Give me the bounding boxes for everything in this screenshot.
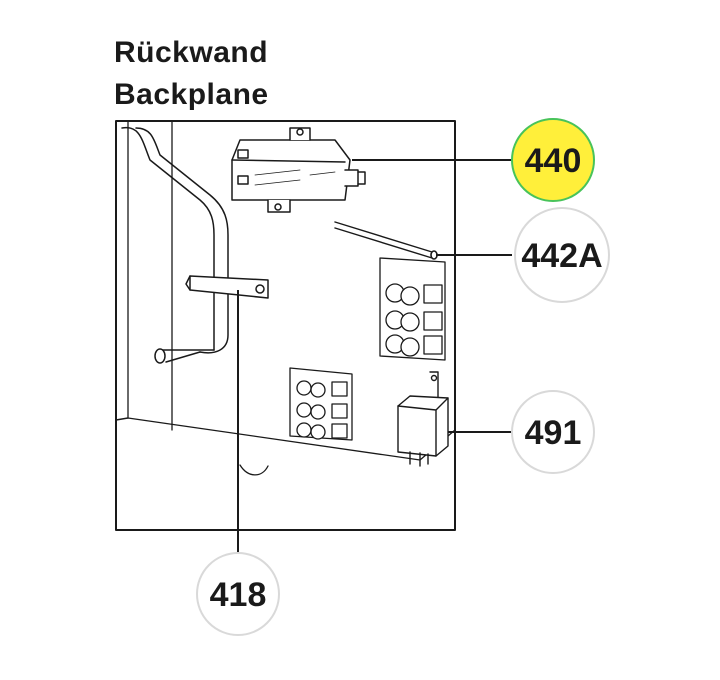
- callout-418-label: 418: [210, 576, 267, 614]
- title-english: Backplane: [114, 78, 269, 111]
- leader-lines: [237, 159, 516, 555]
- title-german: Rückwand: [114, 36, 269, 69]
- terminal-block-right: [379, 257, 446, 361]
- callout-491: 491: [511, 390, 595, 474]
- callout-418: 418: [196, 552, 280, 636]
- terminal-block-left: [289, 367, 353, 441]
- callout-491-label: 491: [525, 414, 582, 452]
- callout-442a: 442A: [514, 207, 610, 303]
- pipe-418: [121, 126, 269, 364]
- component-440: [231, 127, 366, 213]
- callout-440: 440: [511, 118, 595, 202]
- callout-442a-label: 442A: [521, 237, 602, 275]
- component-442a: [334, 221, 438, 260]
- relay-491: [397, 371, 449, 467]
- callout-440-label: 440: [525, 142, 582, 180]
